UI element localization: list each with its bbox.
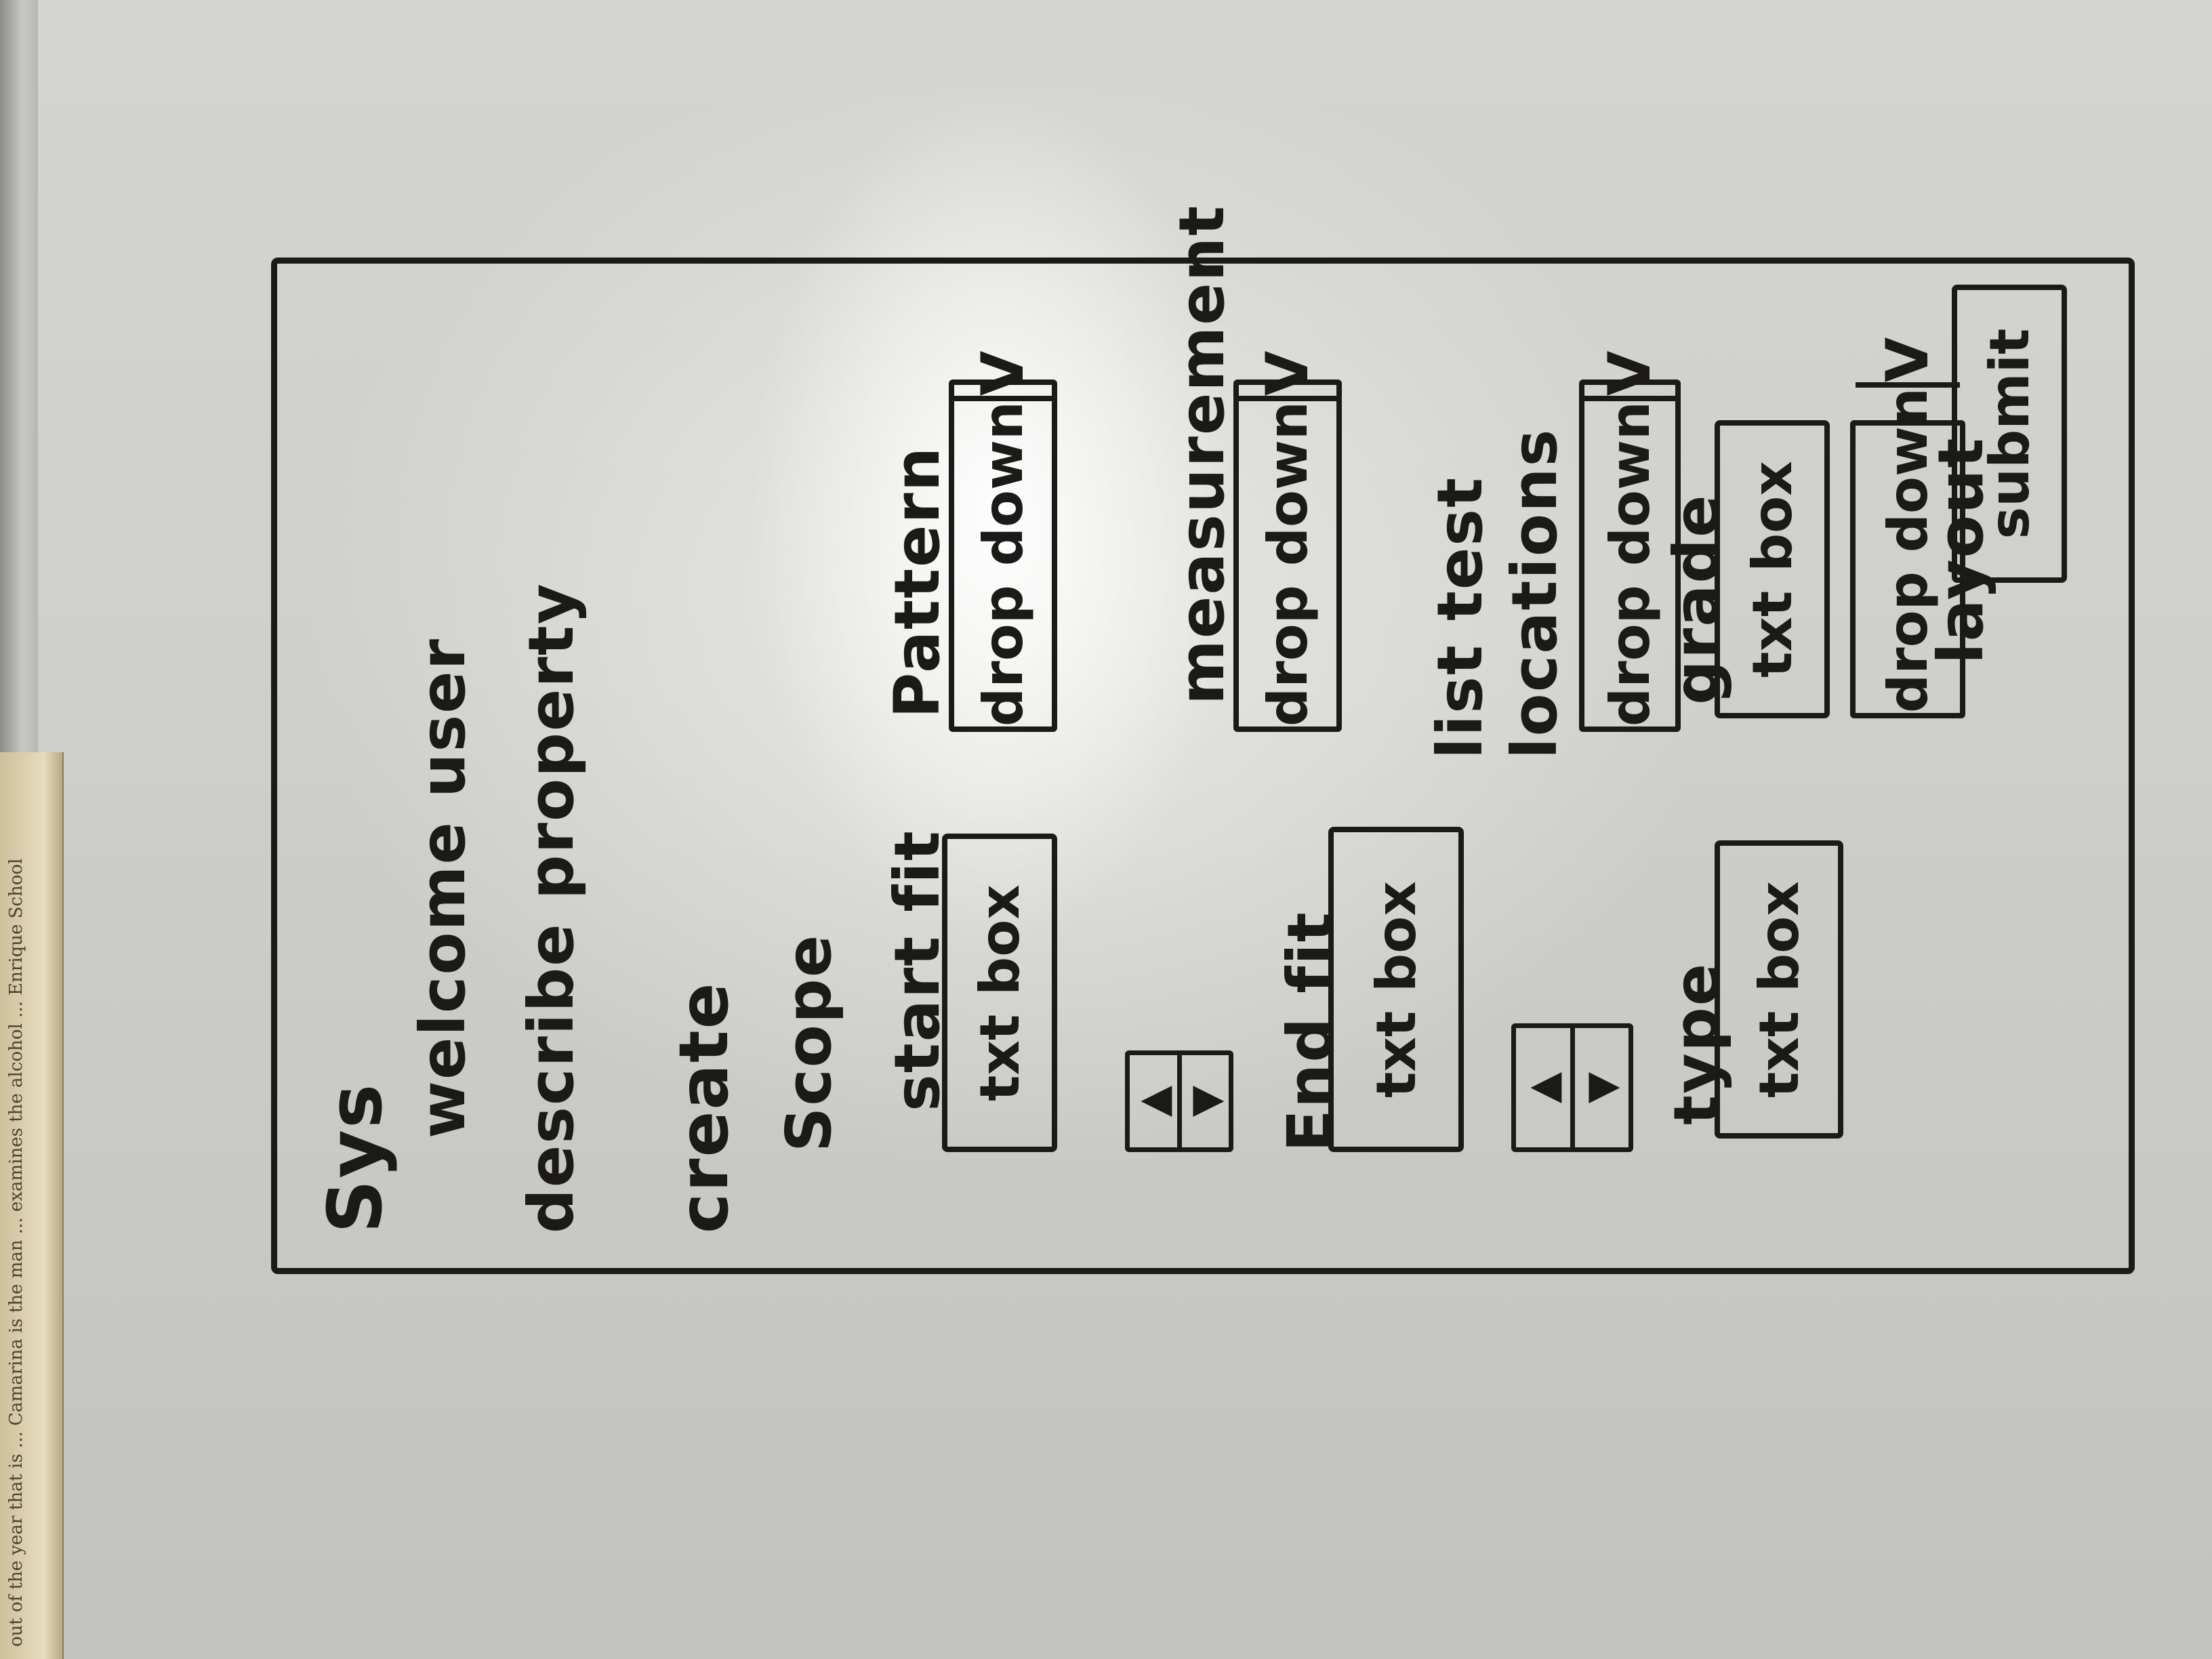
measurement-dropdown-label: drop down [1256, 401, 1319, 726]
chevron-down-icon[interactable]: V [954, 350, 1052, 402]
grade-textbox-label: txt box [1740, 461, 1804, 678]
welcome-text: welcome user [407, 638, 479, 1139]
locations-dropdown[interactable]: drop down V [1579, 350, 1681, 732]
pattern-dropdown-label: drop down [971, 401, 1035, 726]
layout-dropdown[interactable]: drop down V [1850, 337, 1965, 718]
measurement-label: measurement [1166, 204, 1238, 705]
locations-dropdown-label: drop down [1598, 401, 1662, 726]
layout-dropdown-label: drop down [1876, 388, 1940, 713]
chevron-down-icon[interactable]: V [1856, 337, 1960, 388]
pattern-label: Pattern [881, 445, 954, 718]
end-fit-spinner[interactable]: ▲ ▼ [1511, 1023, 1633, 1152]
pattern-dropdown[interactable]: drop down V [949, 350, 1057, 732]
locations-label: list test locations [1424, 428, 1571, 759]
spinner-up[interactable]: ▲ [1130, 1085, 1177, 1118]
spinner-down[interactable]: ▼ [1570, 1028, 1629, 1147]
book-edge [0, 752, 64, 1659]
chevron-down-icon[interactable]: V [1239, 350, 1336, 402]
describe-text: describe property [515, 582, 588, 1233]
grade-textbox[interactable]: txt box [1715, 420, 1830, 718]
sketch-title: Sys [312, 1082, 398, 1233]
book-spine-text: out of the year that is ... Camarina is … [6, 858, 26, 1647]
type-textbox-label: txt box [1747, 881, 1811, 1098]
chevron-down-icon[interactable]: V [1584, 350, 1675, 402]
submit-button[interactable]: submit [1952, 285, 2067, 583]
start-fit-spinner[interactable]: ▲ ▼ [1125, 1050, 1233, 1152]
start-fit-textbox[interactable]: txt box [942, 834, 1057, 1152]
submit-button-label: submit [1978, 328, 2041, 539]
start-fit-textbox-label: txt box [968, 884, 1031, 1101]
end-fit-textbox-label: txt box [1364, 881, 1428, 1098]
end-fit-textbox[interactable]: txt box [1328, 827, 1464, 1152]
measurement-dropdown[interactable]: drop down V [1233, 350, 1342, 732]
spinner-down[interactable]: ▼ [1177, 1055, 1229, 1147]
spinner-up[interactable]: ▲ [1519, 1071, 1567, 1104]
create-heading: create [664, 981, 743, 1233]
type-textbox[interactable]: txt box [1715, 840, 1843, 1139]
scope-heading: Scope [773, 933, 845, 1152]
wireframe-sketch: Sys welcome user describe property creat… [271, 205, 2135, 1274]
